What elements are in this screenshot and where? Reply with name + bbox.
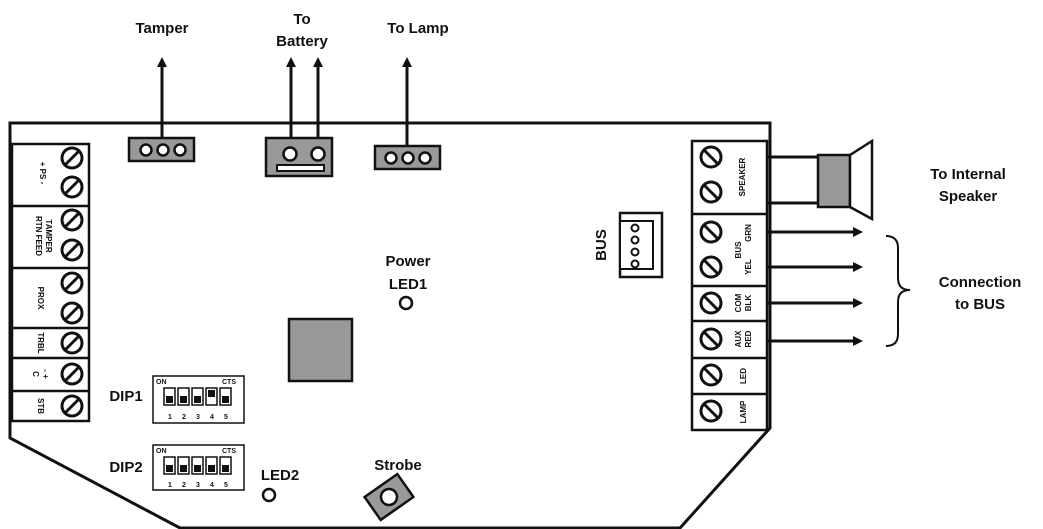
screw-icon — [60, 331, 84, 355]
stb-terminal-label: STB — [36, 398, 45, 414]
dip1-cts-label: CTS — [222, 379, 236, 386]
dip2-cts-label: CTS — [222, 448, 236, 455]
dip2-num-4: 4 — [210, 482, 214, 489]
dip1-num-4: 4 — [210, 414, 214, 421]
board-outline — [8, 121, 772, 529]
connection-to-bus-line2: to BUS — [955, 296, 1005, 313]
speaker-icon — [816, 138, 874, 222]
dip2-switch[interactable]: ON CTS 1 2 3 4 5 — [152, 444, 245, 491]
screw-icon — [699, 399, 723, 423]
screw-icon — [60, 208, 84, 232]
led1-label: LED1 — [389, 276, 427, 293]
c-terminal-label: C — [31, 371, 40, 377]
com-terminal-label: COM — [734, 293, 743, 312]
tamper-terminal-label: TAMPER — [44, 219, 53, 252]
dip1-switch[interactable]: ON CTS 1 2 3 4 5 — [152, 375, 245, 424]
tamper-label: Tamper — [135, 20, 188, 37]
aux-terminal-label: AUX — [734, 330, 743, 348]
dip1-num-2: 2 — [182, 414, 186, 421]
dip1-label: DIP1 — [109, 388, 142, 405]
dip1-num-1: 1 — [168, 414, 172, 421]
screw-icon — [60, 238, 84, 262]
dip2-num-2: 2 — [182, 482, 186, 489]
dip2-label: DIP2 — [109, 459, 142, 476]
lamp-terminal-label: LAMP — [739, 400, 748, 423]
bus-brace — [885, 235, 911, 347]
dip2-num-5: 5 — [224, 482, 228, 489]
microcontroller-chip — [287, 317, 354, 383]
screw-icon — [699, 255, 723, 279]
power-label: Power — [385, 253, 430, 270]
dip2-on-label: ON — [156, 448, 167, 455]
dip1-num-5: 5 — [224, 414, 228, 421]
bus-yel-label: YEL — [744, 259, 753, 275]
screw-icon — [60, 271, 84, 295]
battery-connector — [264, 136, 334, 178]
trbl-terminal-label: TRBL — [36, 332, 45, 353]
to-internal-speaker-line1: To Internal — [930, 166, 1006, 183]
dip2-num-3: 3 — [196, 482, 200, 489]
screw-icon — [699, 180, 723, 204]
screw-icon — [60, 146, 84, 170]
dip1-on-label: ON — [156, 379, 167, 386]
bus-grn-label: GRN — [744, 224, 753, 242]
screw-icon — [699, 220, 723, 244]
to-lamp-label: To Lamp — [387, 20, 448, 37]
screw-icon — [699, 327, 723, 351]
bus-connector — [618, 211, 664, 279]
ps-terminal-label: + PS - — [38, 162, 47, 185]
screw-icon — [60, 175, 84, 199]
led-terminal-label: LED — [739, 368, 748, 384]
to-internal-speaker-line2: Speaker — [939, 188, 998, 205]
screw-icon — [699, 291, 723, 315]
prox-terminal-label: PROX — [36, 287, 45, 310]
led2-label: LED2 — [261, 467, 299, 484]
right-terminal-block: SPEAKER GRN BUS YEL COM BLK AUX RED LED … — [690, 139, 769, 432]
screw-icon — [699, 363, 723, 387]
lamp-connector — [373, 144, 442, 171]
bus-terminal-label: BUS — [734, 241, 743, 259]
screw-icon — [699, 145, 723, 169]
strobe-button[interactable] — [362, 472, 416, 522]
c-polarity-label: - + — [41, 369, 50, 379]
led1-indicator — [398, 295, 414, 311]
dip2-num-1: 1 — [168, 482, 172, 489]
led2-indicator — [261, 487, 277, 503]
dip1-num-3: 3 — [196, 414, 200, 421]
speaker-terminal-label: SPEAKER — [738, 157, 747, 196]
screw-icon — [60, 301, 84, 325]
left-terminal-block: + PS - RTN FEED TAMPER PROX TRBL C - + S… — [10, 142, 91, 423]
blk-terminal-label: BLK — [744, 295, 753, 312]
screw-icon — [60, 362, 84, 386]
to-battery-label-line2: Battery — [276, 33, 328, 50]
tamper-connector — [127, 136, 196, 163]
bus-connector-label: BUS — [593, 229, 610, 261]
red-terminal-label: RED — [744, 330, 753, 347]
rtn-feed-terminal-label: RTN FEED — [34, 216, 43, 256]
connection-to-bus-line1: Connection — [939, 274, 1022, 291]
screw-icon — [60, 394, 84, 418]
strobe-label: Strobe — [374, 457, 422, 474]
to-battery-label-line1: To — [293, 11, 310, 28]
